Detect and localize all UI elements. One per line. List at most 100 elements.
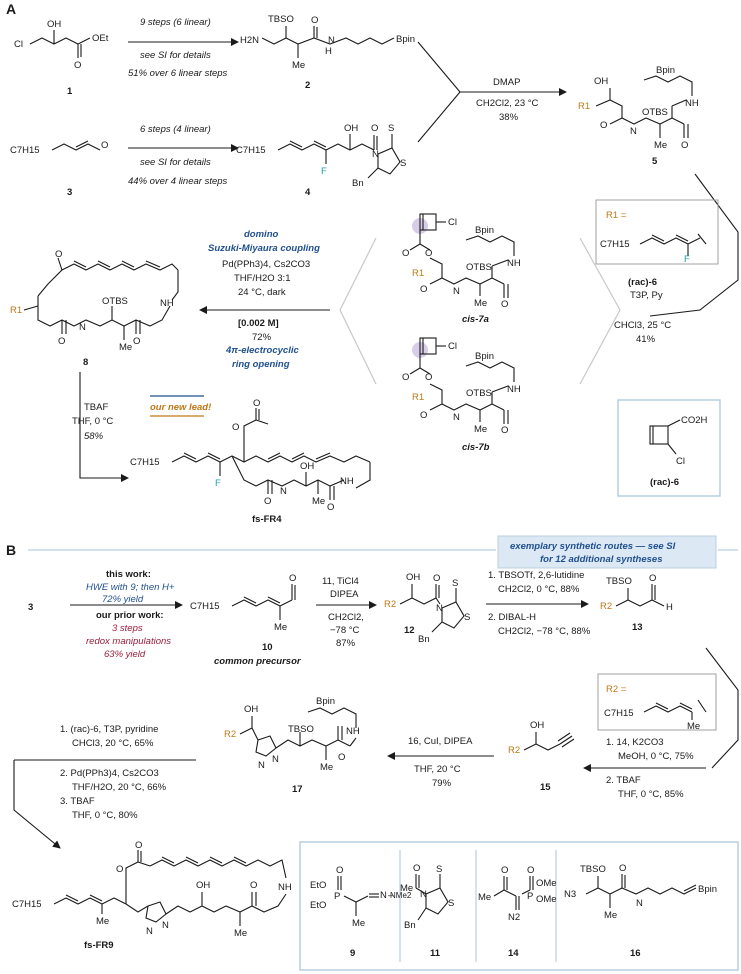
compound-8: O R1 O N OTBS Me O NH 8 bbox=[10, 249, 179, 368]
svg-text:N: N bbox=[380, 890, 387, 901]
svg-text:O: O bbox=[264, 496, 271, 507]
tbs-dibal-arrow: 1. TBSOTf, 2,6-lutidine CH2Cl2, 0 °C, 88… bbox=[486, 570, 591, 637]
svg-text:EtO: EtO bbox=[310, 900, 326, 911]
svg-text:51% over 6 linear steps: 51% over 6 linear steps bbox=[128, 68, 228, 79]
svg-text:O: O bbox=[420, 410, 427, 421]
svg-text:N: N bbox=[453, 286, 460, 297]
svg-text:THF, 0 °C, 85%: THF, 0 °C, 85% bbox=[618, 789, 684, 800]
svg-text:TBSO: TBSO bbox=[606, 576, 632, 587]
svg-text:O: O bbox=[311, 15, 318, 26]
svg-text:N: N bbox=[420, 889, 427, 900]
panel-b-label: B bbox=[6, 542, 16, 558]
svg-text:NH: NH bbox=[278, 882, 292, 893]
svg-text:redox manipulations: redox manipulations bbox=[86, 636, 171, 647]
svg-text:our new lead!: our new lead! bbox=[150, 402, 211, 413]
domino-arrow: domino Suzuki-Miyaura coupling Pd(PPh3)4… bbox=[199, 229, 330, 370]
svg-text:O: O bbox=[420, 284, 427, 295]
svg-text:MeOH, 0 °C, 75%: MeOH, 0 °C, 75% bbox=[618, 751, 694, 762]
svg-text:R2: R2 bbox=[224, 729, 236, 740]
svg-text:O: O bbox=[402, 248, 409, 259]
connector-13-to-15 bbox=[705, 647, 739, 769]
svg-text:THF/H2O 3:1: THF/H2O 3:1 bbox=[234, 273, 291, 284]
svg-text:N: N bbox=[436, 603, 443, 614]
svg-text:R2: R2 bbox=[508, 745, 520, 756]
svg-text:[0.002 M]: [0.002 M] bbox=[238, 318, 279, 329]
svg-text:O: O bbox=[116, 864, 123, 875]
svg-text:OH: OH bbox=[406, 572, 420, 583]
svg-text:−78 °C: −78 °C bbox=[330, 625, 360, 636]
svg-text:O: O bbox=[501, 299, 508, 310]
compound-1: Cl OH O OEt 1 bbox=[14, 19, 109, 97]
svg-text:NH: NH bbox=[685, 98, 699, 109]
svg-text:O: O bbox=[425, 372, 432, 383]
svg-text:OH: OH bbox=[344, 123, 358, 134]
svg-text:OH: OH bbox=[300, 461, 314, 472]
svg-text:72%: 72% bbox=[252, 332, 272, 343]
label-12: 12 bbox=[404, 625, 415, 636]
svg-text:N: N bbox=[372, 149, 379, 160]
svg-text:TBSO: TBSO bbox=[268, 14, 294, 25]
svg-text:H: H bbox=[325, 46, 332, 57]
svg-text:Bpin: Bpin bbox=[316, 696, 335, 707]
svg-text:C7H15: C7H15 bbox=[10, 145, 40, 156]
svg-text:CO2H: CO2H bbox=[681, 415, 708, 426]
svg-text:N2: N2 bbox=[508, 912, 520, 923]
svg-text:O: O bbox=[135, 840, 142, 851]
svg-text:3 steps: 3 steps bbox=[112, 623, 143, 634]
svg-text:OH: OH bbox=[196, 880, 210, 891]
svg-text:domino: domino bbox=[244, 229, 278, 240]
svg-text:3. TBAF: 3. TBAF bbox=[60, 796, 95, 807]
reagent-9: O P EtO EtO N – NMe2 Me 9 bbox=[310, 865, 412, 959]
svg-text:Me: Me bbox=[320, 762, 333, 773]
svg-text:O: O bbox=[133, 336, 140, 347]
svg-text:Cl: Cl bbox=[448, 341, 457, 352]
svg-text:72% yield: 72% yield bbox=[102, 594, 144, 605]
svg-text:Me: Me bbox=[478, 892, 491, 903]
svg-text:Bn: Bn bbox=[404, 920, 416, 931]
svg-text:R1: R1 bbox=[10, 305, 22, 316]
svg-text:P: P bbox=[334, 891, 340, 902]
label-9: 9 bbox=[350, 948, 355, 959]
svg-text:our prior work:: our prior work: bbox=[96, 610, 164, 621]
compound-cis-7a: Cl O O R1 O N OTBS Me O NH Bpin cis-7a bbox=[402, 213, 521, 325]
svg-text:DMAP: DMAP bbox=[493, 77, 520, 88]
svg-text:Me: Me bbox=[400, 883, 413, 894]
compound-5: OH R1 O N OTBS Me O NH Bpin 5 bbox=[578, 65, 699, 167]
svg-text:N: N bbox=[453, 412, 460, 423]
svg-text:O: O bbox=[338, 752, 345, 763]
svg-text:C7H15: C7H15 bbox=[190, 601, 220, 612]
svg-text:NH: NH bbox=[346, 726, 360, 737]
svg-text:exemplary synthetic routes — s: exemplary synthetic routes — see SI bbox=[510, 541, 676, 552]
svg-text:S: S bbox=[436, 864, 442, 875]
svg-text:common precursor: common precursor bbox=[214, 656, 302, 667]
svg-text:58%: 58% bbox=[84, 431, 104, 442]
svg-text:C7H15: C7H15 bbox=[12, 899, 42, 910]
svg-text:NH: NH bbox=[507, 384, 521, 395]
label-3-b: 3 bbox=[28, 602, 33, 613]
svg-text:TBAF: TBAF bbox=[84, 402, 108, 413]
svg-text:R2: R2 bbox=[384, 599, 396, 610]
svg-text:Bpin: Bpin bbox=[698, 884, 717, 895]
svg-text:16, CuI, DIPEA: 16, CuI, DIPEA bbox=[408, 736, 473, 747]
svg-text:H: H bbox=[666, 602, 673, 613]
svg-text:Cl: Cl bbox=[448, 217, 457, 228]
label-15: 15 bbox=[540, 782, 551, 793]
label-5: 5 bbox=[652, 156, 658, 167]
svg-text:N: N bbox=[79, 322, 86, 333]
svg-text:Me: Me bbox=[274, 622, 287, 633]
svg-text:63% yield: 63% yield bbox=[104, 649, 146, 660]
label-1: 1 bbox=[67, 86, 73, 97]
svg-text:2. DIBAL-H: 2. DIBAL-H bbox=[488, 612, 536, 623]
svg-text:2. Pd(PPh3)4, Cs2CO3: 2. Pd(PPh3)4, Cs2CO3 bbox=[60, 768, 159, 779]
svg-text:R2 =: R2 = bbox=[606, 684, 627, 695]
arrow-1-to-2: 9 steps (6 linear) see SI for details 51… bbox=[128, 17, 239, 79]
svg-text:S: S bbox=[464, 612, 470, 623]
svg-text:O: O bbox=[619, 863, 626, 874]
svg-text:T3P, Py: T3P, Py bbox=[630, 290, 663, 301]
svg-text:38%: 38% bbox=[499, 112, 519, 123]
svg-text:THF, 20 °C: THF, 20 °C bbox=[414, 764, 461, 775]
svg-text:DIPEA: DIPEA bbox=[330, 589, 359, 600]
svg-text:Cl: Cl bbox=[676, 456, 685, 467]
svg-text:see SI for details: see SI for details bbox=[140, 50, 211, 61]
svg-text:OTBS: OTBS bbox=[466, 262, 492, 273]
